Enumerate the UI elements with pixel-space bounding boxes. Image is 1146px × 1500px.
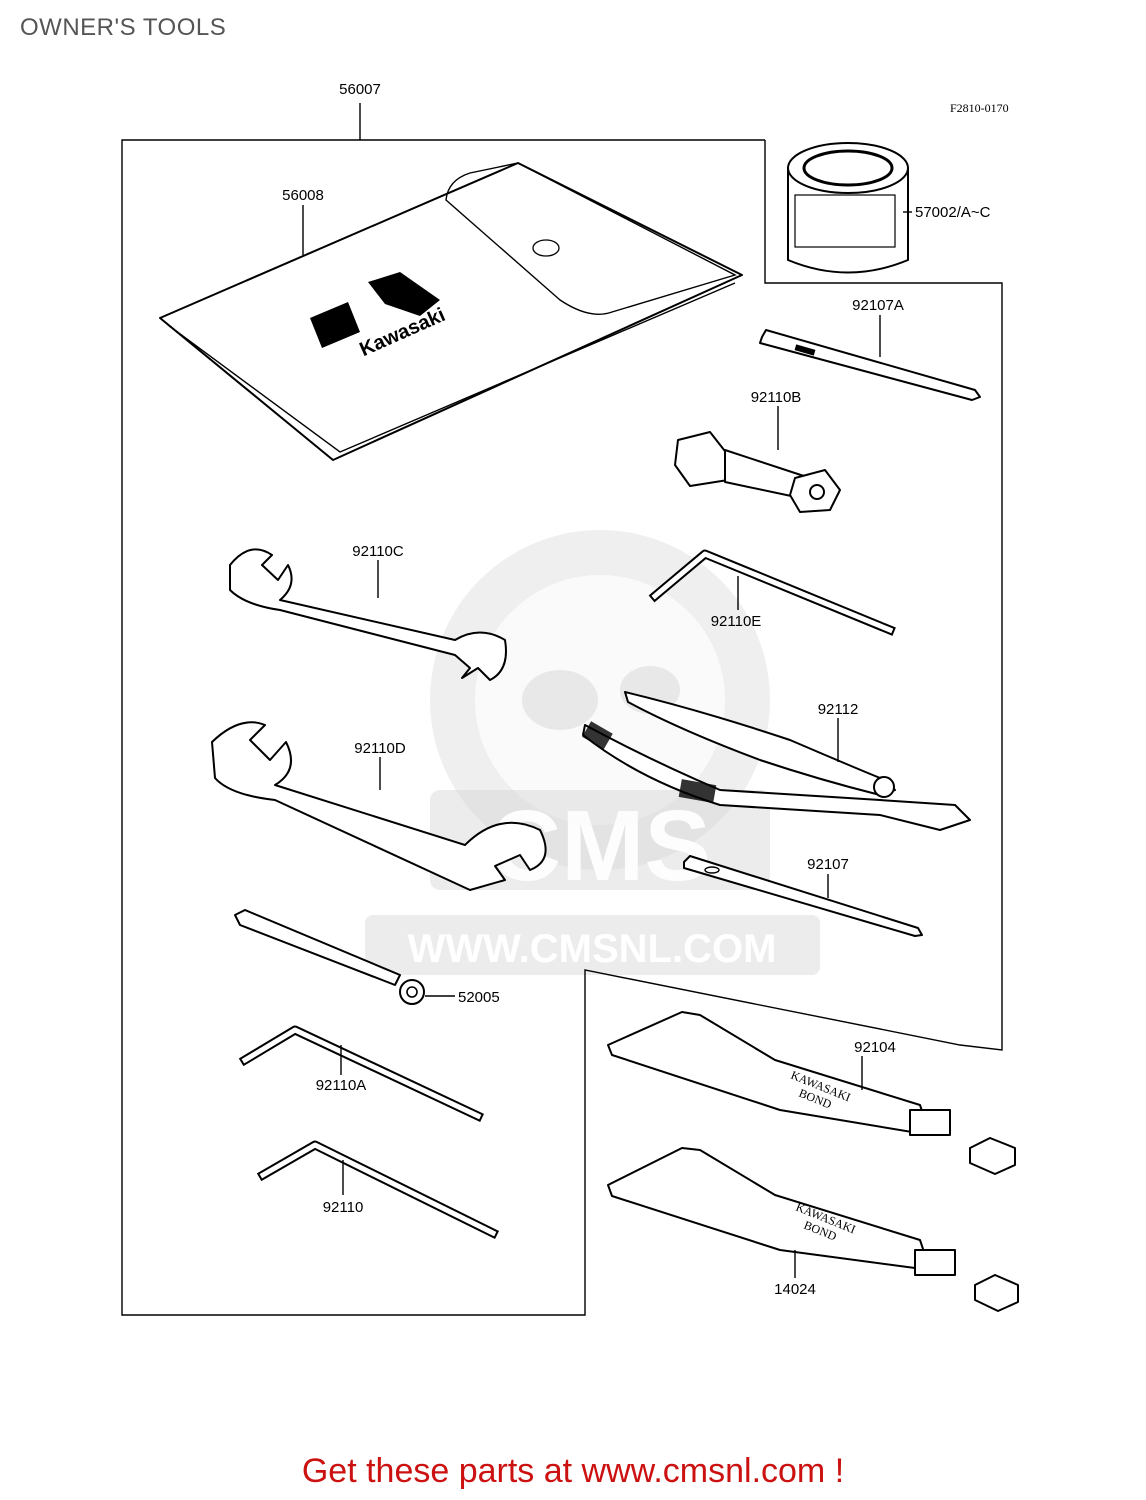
figure-code: F2810-0170 <box>950 101 1009 115</box>
part-label: 92110 <box>323 1199 364 1216</box>
part-label: 92110C <box>352 543 404 560</box>
bond-tube-14024: KAWASAKI BOND <box>607 1147 1019 1312</box>
part-label: 92107 <box>807 856 849 873</box>
socket-handle <box>234 909 425 1005</box>
part-label: 52005 <box>458 989 500 1006</box>
bond-tube-92104: KAWASAKI BOND <box>607 1011 1016 1175</box>
leader-lines <box>302 205 912 1278</box>
screwdriver-shaft-92107a <box>759 329 981 401</box>
part-label: 56008 <box>282 187 324 204</box>
part-label: 92110A <box>316 1077 367 1094</box>
part-label: 92112 <box>818 701 859 718</box>
part-label: 92107A <box>852 297 904 314</box>
hex-key-92110e <box>648 549 896 636</box>
page-title: OWNER'S TOOLS <box>20 14 227 41</box>
footer-cms-link[interactable]: Get these parts at www.cmsnl.com ! <box>301 1452 845 1490</box>
wrench-92110c <box>229 548 507 681</box>
hex-key-92110 <box>256 1140 500 1240</box>
part-label: 14024 <box>774 1281 816 1298</box>
watermark-url: WWW.CMSNL.COM <box>408 927 777 971</box>
pliers <box>582 691 971 831</box>
plug-wrench <box>674 431 841 513</box>
parts-diagram: CMS WWW.CMSNL.COM F2810-0170 Kawasaki <box>121 81 1019 1316</box>
grease-can <box>787 142 909 274</box>
tool-pouch: Kawasaki <box>159 162 743 461</box>
part-label: 56007 <box>339 81 381 98</box>
part-label: 57002/A~C <box>915 204 991 221</box>
hex-key-92110a <box>238 1025 484 1122</box>
part-label: 92110B <box>751 389 802 406</box>
part-label: 92110D <box>354 740 406 757</box>
screwdriver-92107 <box>683 855 923 937</box>
part-label: 92110E <box>711 613 762 630</box>
wrench-92110d <box>211 721 547 891</box>
part-label: 92104 <box>854 1039 896 1056</box>
kit-boundary <box>121 139 1003 1316</box>
part-labels: 56007 56008 57002/A~C 92107A 92110B 9211… <box>282 81 991 1298</box>
